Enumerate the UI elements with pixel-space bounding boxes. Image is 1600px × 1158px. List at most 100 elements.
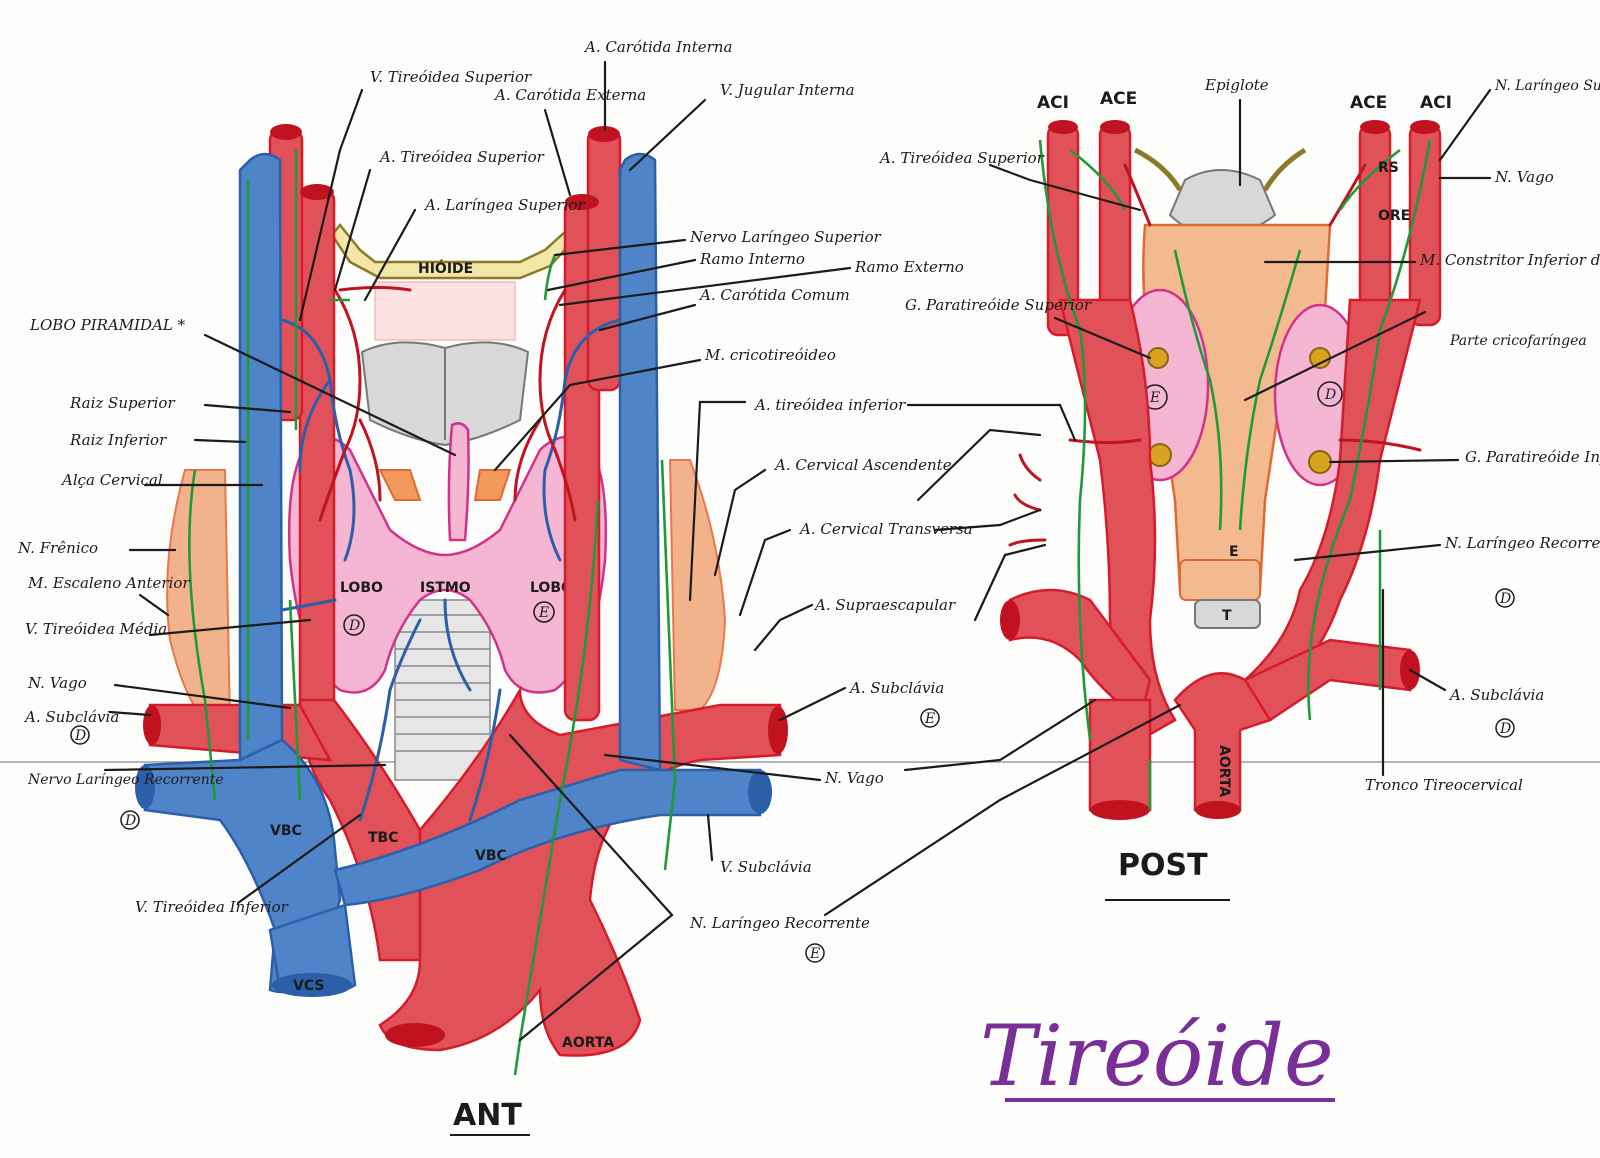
label-ramo-interno: Ramo Interno <box>699 250 805 268</box>
label-a-supraescapular: A. Supraescapular <box>813 596 956 614</box>
trachea-rings <box>394 599 491 781</box>
left-internal-jugular <box>618 152 662 772</box>
label-a-carotida-comum: A. Carótida Comum <box>698 286 850 304</box>
label-n-laringeo-superior: N. Laríngeo Superior <box>1494 78 1600 94</box>
post-brachiocephalic-opening <box>1090 800 1150 820</box>
posterior-nerves <box>1038 139 1432 810</box>
parathyroid-sup-right <box>1309 347 1331 369</box>
label-nervo-laringeo-recorrente-d: Nervo Laríngeo Recorrente <box>27 772 224 788</box>
label-a-laringea-superior: A. Laríngea Superior <box>423 196 586 214</box>
post-left-common-carotid <box>1058 298 1177 742</box>
left-ica-opening <box>588 126 620 142</box>
badge-a-subclavia-d <box>70 725 90 745</box>
view-label-post: POST <box>1118 848 1208 883</box>
post-right-eca-opening <box>1360 120 1390 134</box>
label-ramo-externo: Ramo Externo <box>854 258 964 276</box>
trachea-post <box>1194 599 1261 629</box>
label-a-subclavia-post-side: D <box>1499 721 1511 737</box>
label-v-subclavia: V. Subclávia <box>720 858 812 876</box>
parathyroid-right-side: D <box>1324 387 1336 403</box>
label-a-subclavia-post: A. Subclávia <box>1448 686 1544 704</box>
post-superior-thyroid-left <box>1123 163 1152 227</box>
lobe-right-badge <box>343 614 365 636</box>
anterior-labels: V. Tireóidea Superior A. Carótida Intern… <box>17 38 973 1136</box>
lobe-right-label: LOBO <box>340 580 383 596</box>
posterior-labels: Epiglote N. Laríngeo Superior N. Vago A.… <box>823 76 1600 917</box>
label-g-paratireoide-superior: G. Paratireóide Superior <box>905 296 1092 314</box>
label-epiglote: Epiglote <box>1204 76 1269 94</box>
anterior-view: HIÓIDE LOBO D ISTMO LOBO E <box>135 124 788 1076</box>
vbc-left-label: VBC <box>475 848 507 864</box>
thyroid-arterial-branches <box>318 286 577 522</box>
label-v-tireoidea-media: V. Tireóidea Média <box>25 620 167 638</box>
ace-right-label: ACE <box>1350 93 1387 113</box>
left-internal-carotid <box>586 128 622 392</box>
esophagus <box>1179 559 1261 601</box>
lobe-right-side: D <box>348 618 360 634</box>
label-a-subclavia-d-side: D <box>74 728 86 744</box>
thyroid-venous-branches <box>280 318 622 822</box>
label-n-laringeo-recorrente-e: N. Laríngeo Recorrente <box>689 914 870 932</box>
parathyroid-inf-left <box>1148 443 1172 467</box>
rs-label: RS <box>1378 160 1399 176</box>
post-inferior-thyroid-left <box>1068 438 1142 444</box>
label-raiz-inferior: Raiz Inferior <box>69 431 167 449</box>
post-left-ica-opening <box>1048 120 1078 134</box>
post-cervical-branches <box>1008 453 1047 547</box>
posterior-view: E T E D AORTA <box>1000 89 1452 820</box>
post-brachiocephalic <box>1088 698 1152 812</box>
label-v-tireoidea-inferior: V. Tireóidea Inferior <box>135 898 289 916</box>
tbc-label: TBC <box>368 830 399 846</box>
left-brachiocephalic-vein <box>333 768 762 907</box>
label-parte-cricofaringea: Parte cricofaríngea <box>1449 333 1587 349</box>
label-v-jugular-interna: V. Jugular Interna <box>720 81 855 99</box>
lobe-left-badge <box>533 601 555 623</box>
vcs-label: VCS <box>293 978 324 994</box>
label-raiz-superior: Raiz Superior <box>69 394 175 412</box>
svc-opening <box>272 973 352 997</box>
label-g-paratireoide-inferior: G. Paratireóide Inferior <box>1465 448 1600 466</box>
trachea-label: T <box>1222 608 1232 624</box>
left-cricothyroid-muscle <box>473 469 512 501</box>
esophagus-label: E <box>1229 544 1239 560</box>
badge-a-subclavia-e <box>920 708 940 728</box>
label-n-laringeo-recorrente-post-side: D <box>1499 591 1511 607</box>
left-scalene-muscle <box>166 469 232 721</box>
post-left-eca-opening <box>1100 120 1130 134</box>
post-superior-thyroid-right <box>1328 163 1367 227</box>
aorta-post-label: AORTA <box>1216 745 1232 797</box>
label-alca-cervical: Alça Cervical <box>60 471 163 489</box>
label-nervo-laringeo-superior: Nervo Laríngeo Superior <box>689 228 882 246</box>
post-left-eca <box>1098 123 1132 327</box>
right-scalene-muscle <box>668 459 727 711</box>
aorta-opening <box>385 1023 445 1047</box>
ore-label: ORE <box>1378 208 1410 224</box>
post-inferior-thyroid-right <box>1338 438 1422 452</box>
pyramidal-lobe <box>447 422 470 542</box>
label-m-cricotireoideo: M. cricotireóideo <box>704 346 836 364</box>
label-a-subclavia-e: A. Subclávia <box>848 679 944 697</box>
label-a-subclavia-e-side: E <box>924 711 935 727</box>
right-common-carotid <box>298 188 336 732</box>
right-subclavian-vein-opening <box>135 765 155 809</box>
ace-left-label: ACE <box>1100 89 1137 109</box>
label-a-tireoidea-inferior: A. tireóidea inferior <box>753 396 906 414</box>
label-lobo-piramidal: LOBO PIRAMIDAL * <box>29 316 186 334</box>
label-nervo-laringeo-recorrente-d-side: D <box>124 813 136 829</box>
post-aorta-opening <box>1195 801 1241 819</box>
post-right-subclavian-opening <box>1000 600 1020 640</box>
lobe-left-side: E <box>538 605 549 621</box>
label-n-vago-right: N. Vago <box>824 769 884 787</box>
parathyroid-inf-right <box>1308 450 1332 474</box>
right-cricothyroid-muscle <box>378 469 422 501</box>
anterior-nerves <box>188 150 677 1076</box>
label-v-tireoidea-superior: V. Tireóidea Superior <box>370 68 532 86</box>
label-a-carotida-externa: A. Carótida Externa <box>493 86 646 104</box>
parathyroid-left-side: E <box>1149 390 1160 406</box>
badge-parathyroid-right <box>1317 381 1343 407</box>
aci-left-label: ACI <box>1037 93 1069 113</box>
post-right-ica <box>1408 123 1442 327</box>
label-n-laringeo-recorrente-e-side: E <box>809 946 820 962</box>
